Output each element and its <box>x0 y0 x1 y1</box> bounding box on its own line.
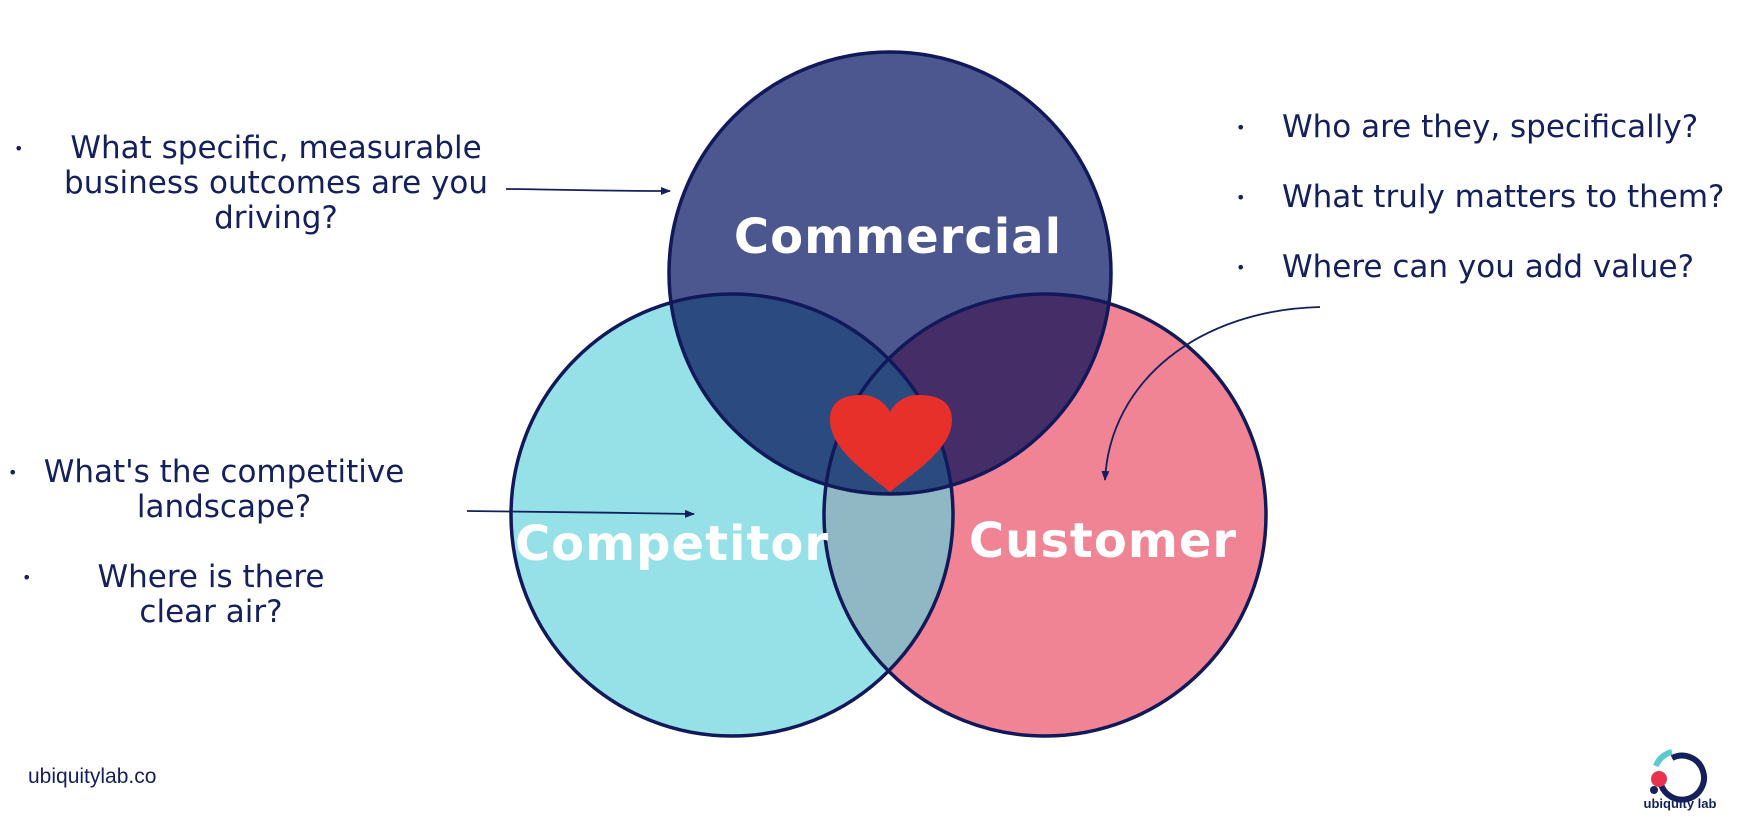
customer-questions: • Who are they, specifically? • What tru… <box>1236 110 1736 285</box>
ubiquity-lab-logo <box>1650 749 1707 803</box>
customer-question-item: • Who are they, specifically? <box>1236 110 1736 145</box>
bullet: • <box>22 568 32 587</box>
commercial-arrow <box>505 186 671 195</box>
commercial-question-text: What specific, measurable business outco… <box>64 130 488 236</box>
customer-question-text-2: What truly matters to them? <box>1282 179 1725 215</box>
customer-question-item: • Where can you add value? <box>1236 250 1736 285</box>
bullet: • <box>14 139 24 158</box>
logo-text: ubiquity lab <box>1643 796 1717 811</box>
heart-icon <box>830 395 952 492</box>
commercial-label: Commercial <box>734 209 1062 265</box>
footer-url[interactable]: ubiquitylab.co <box>28 765 157 788</box>
customer-label: Customer <box>969 513 1237 569</box>
bullet: • <box>1236 188 1246 207</box>
competitor-questions: • What's the competitive landscape? • Wh… <box>6 455 426 630</box>
commercial-competitor-overlap <box>669 294 953 494</box>
bullet: • <box>1236 258 1246 277</box>
competitor-question-item: • Where is there clear air? <box>6 560 426 630</box>
bullet: • <box>8 463 18 482</box>
bullet: • <box>1236 118 1246 137</box>
competitor-arrow <box>466 509 695 518</box>
competitor-question-item: • What's the competitive landscape? <box>6 455 426 525</box>
commercial-outline <box>667 50 1113 496</box>
commercial-customer-overlap <box>824 294 1111 494</box>
customer-outline <box>822 292 1268 738</box>
competitor-question-text-1: What's the competitive landscape? <box>43 454 405 525</box>
customer-question-text-3: Where can you add value? <box>1282 249 1695 285</box>
commercial-question-item: • What specific, measurable business out… <box>10 131 510 236</box>
customer-arrow <box>1101 306 1321 481</box>
commercial-questions: • What specific, measurable business out… <box>10 131 510 236</box>
customer-question-text-1: Who are they, specifically? <box>1282 109 1699 145</box>
competitor-outline <box>509 292 955 738</box>
competitor-question-text-2: Where is there clear air? <box>97 559 325 630</box>
customer-question-item: • What truly matters to them? <box>1236 180 1736 215</box>
competitor-label: Competitor <box>515 516 829 572</box>
